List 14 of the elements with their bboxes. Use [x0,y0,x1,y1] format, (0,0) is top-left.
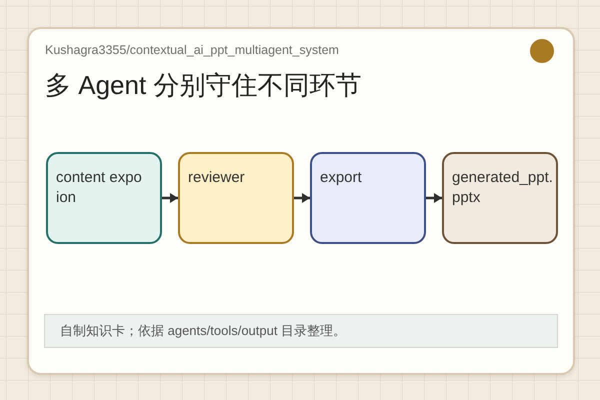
arrow [294,193,310,203]
node-label: export [320,168,362,188]
repo-path-label: Kushagra3355/contextual_ai_ppt_multiagent_system [45,42,339,59]
title: 多 Agent 分别守住不同环节 [45,69,362,102]
caption-note: 自制知识卡；依据 agents/tools/output 目录整理。 [44,314,558,348]
node-label: content expo ion [56,168,143,208]
node-label: reviewer [188,168,245,188]
process-box [310,152,426,244]
process-box [178,152,294,244]
node-label: generated_ppt. pptx [452,168,552,208]
process-box [442,152,558,244]
arrow [426,193,442,203]
arrow [162,193,178,203]
process-box [46,152,162,244]
